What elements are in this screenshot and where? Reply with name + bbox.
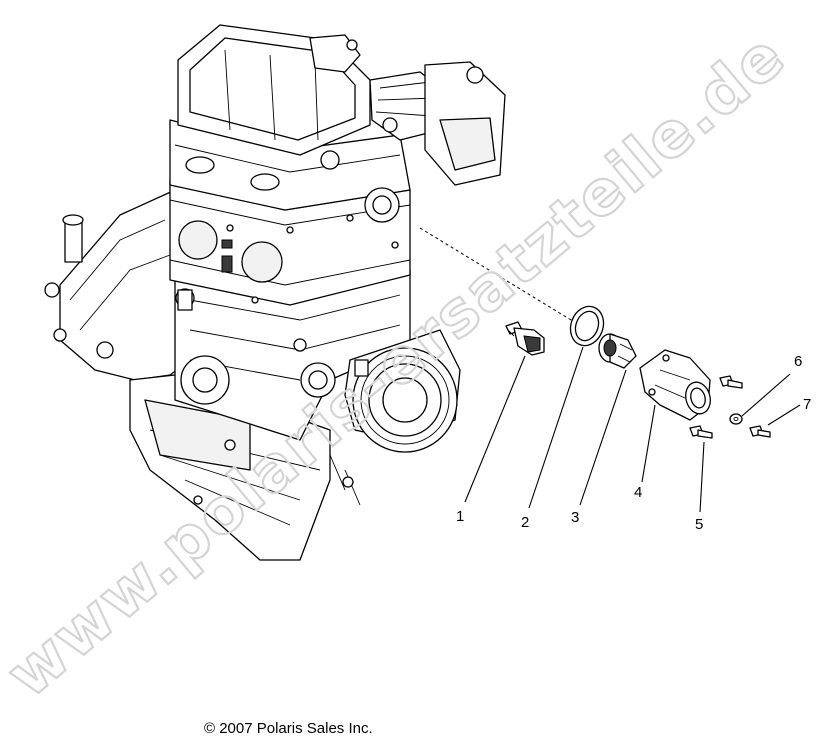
part-6-washer (729, 413, 743, 425)
callout-1: 1 (456, 508, 464, 525)
part-3-thermostat (598, 333, 637, 369)
callout-6: 6 (794, 353, 802, 370)
callout-4: 4 (634, 484, 642, 501)
reference-line (419, 227, 577, 324)
leader-lines (464, 346, 801, 513)
callout-2: 2 (521, 514, 529, 531)
copyright-notice: © 2007 Polaris Sales Inc. (204, 720, 373, 737)
part-5-bolts (689, 375, 743, 439)
callout-5: 5 (695, 516, 703, 533)
callout-7: 7 (803, 396, 811, 413)
callouts: 1 2 3 4 5 6 7 (456, 353, 811, 533)
part-1-temperature-sender (505, 321, 545, 356)
part-4-thermostat-housing (639, 349, 711, 421)
engine-assembly (44, 24, 506, 561)
callout-3: 3 (571, 509, 579, 526)
part-7-bolt (749, 425, 771, 438)
part-2-gasket (569, 305, 605, 347)
